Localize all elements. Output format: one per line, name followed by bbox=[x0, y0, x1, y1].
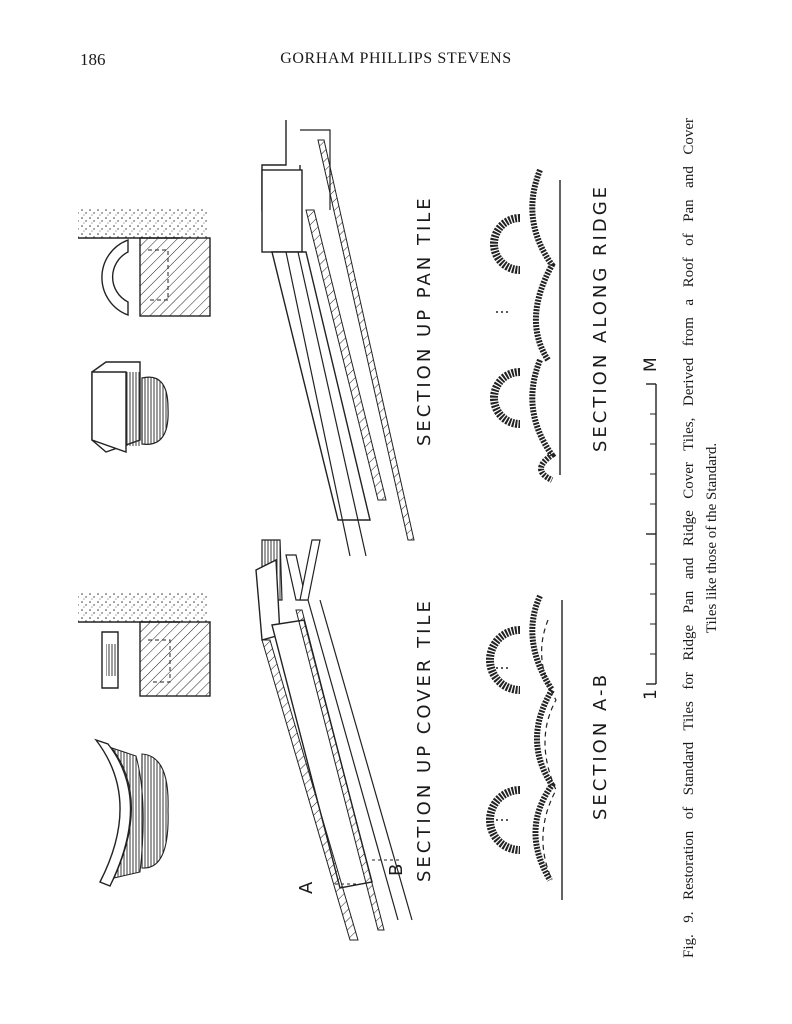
figure-caption: Fig. 9. Restoration of Standard Tiles fo… bbox=[678, 118, 724, 958]
detail-cover-tile-curved bbox=[94, 738, 169, 887]
caption-text-1: Restoration of Standard Tiles for Ridge … bbox=[681, 117, 697, 900]
scale-bar: 1 M bbox=[641, 357, 661, 700]
label-section-a-b: SECTION A-B bbox=[590, 672, 611, 820]
section-a-b-drawing bbox=[486, 594, 563, 900]
scale-end-label: M bbox=[641, 357, 661, 372]
caption-fig-number: Fig. 9. bbox=[681, 911, 697, 958]
marker-b: B bbox=[386, 864, 407, 876]
label-section-up-cover-tile: SECTION UP COVER TILE bbox=[414, 598, 435, 882]
scale-start-label: 1 bbox=[641, 689, 661, 700]
label-section-along-ridge: SECTION ALONG RIDGE bbox=[590, 184, 611, 452]
marker-a: A bbox=[296, 881, 317, 894]
page-number: 186 bbox=[80, 50, 106, 69]
section-along-ridge-drawing bbox=[490, 168, 561, 483]
section-up-cover-tile-drawing: A B bbox=[255, 539, 413, 941]
running-head: GORHAM PHILLIPS STEVENS bbox=[280, 50, 512, 67]
detail-pan-tile-block bbox=[91, 361, 169, 453]
section-up-pan-tile-drawing bbox=[261, 120, 415, 557]
label-section-up-pan-tile: SECTION UP PAN TILE bbox=[414, 195, 435, 446]
detail-wall-lower bbox=[78, 592, 211, 697]
detail-wall-upper bbox=[78, 208, 211, 317]
caption-line-2: Tiles like those of the Standard. bbox=[704, 442, 720, 634]
caption-line-1: Fig. 9. Restoration of Standard Tiles fo… bbox=[678, 118, 701, 958]
